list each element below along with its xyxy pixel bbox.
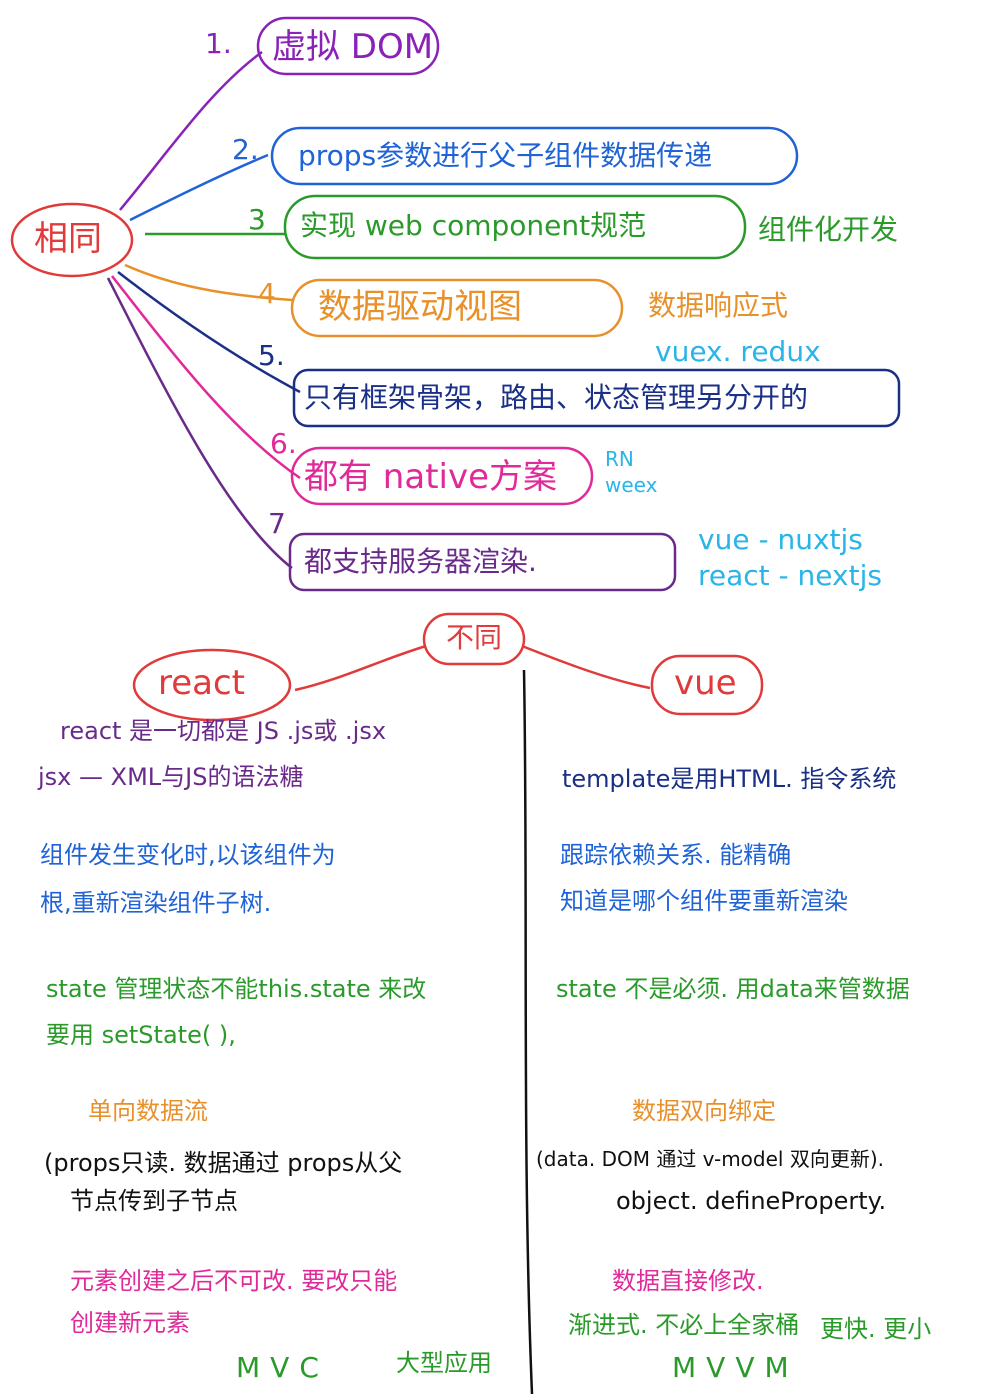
item-7-note: vue - nuxtjs react - nextjs: [698, 523, 882, 593]
root-node-label: 相同: [34, 219, 102, 259]
react-point-2: jsx — XML与JS的语法糖: [38, 763, 304, 791]
item-2-outline: [270, 126, 799, 186]
item-4-text: 数据驱动视图: [318, 287, 522, 327]
item-3-outline: [283, 194, 747, 260]
item-5-outline: [292, 368, 901, 428]
column-divider: [522, 669, 534, 1394]
react-point-9: 节点传到子节点: [70, 1187, 238, 1215]
branch-line-1: [119, 50, 263, 211]
item-4-outline: [290, 278, 624, 338]
vue-point-4: state 不是必须. 用data来管数据: [556, 975, 910, 1003]
item-1-text: 虚拟 DOM: [272, 27, 434, 67]
item-6-note: RN weex: [605, 447, 658, 497]
vue-point-1: template是用HTML. 指令系统: [562, 765, 897, 793]
react-point-6: 要用 setState( ),: [46, 1021, 236, 1049]
item-5-number: 5.: [258, 339, 285, 372]
react-point-10: 元素创建之后不可改. 要改只能: [70, 1267, 398, 1295]
vue-point-5: 数据双向绑定: [632, 1097, 776, 1125]
item-2-text: props参数进行父子组件数据传递: [298, 139, 713, 172]
item-3-note: 组件化开发: [758, 213, 899, 246]
item-6-number: 6.: [270, 427, 297, 460]
vue-point-6: (data. DOM 通过 v-model 双向更新).: [536, 1147, 884, 1171]
react-point-4: 根,重新渲染组件子树.: [40, 889, 272, 917]
difference-node-outline: [422, 612, 526, 666]
difference-to-react-line: [294, 644, 427, 692]
react-point-11: 创建新元素: [70, 1309, 190, 1337]
item-1-outline: [256, 16, 440, 76]
item-3-text: 实现 web component规范: [300, 209, 647, 242]
vue-node-label: vue: [674, 663, 737, 703]
item-5-text: 只有框架骨架，路由、状态管理另分开的: [304, 381, 809, 414]
react-point-5: state 管理状态不能this.state 来改: [46, 975, 427, 1003]
react-node-outline: [132, 648, 292, 722]
item-3-number: 3: [248, 203, 266, 236]
vue-node-outline: [650, 654, 764, 716]
item-7-text: 都支持服务器渲染.: [304, 545, 537, 578]
react-footer-pattern: MVC: [236, 1351, 329, 1384]
react-node-label: react: [158, 663, 246, 703]
react-point-3: 组件发生变化时,以该组件为: [40, 841, 336, 869]
item-2-number: 2.: [232, 133, 259, 166]
root-node-outline: [10, 202, 134, 278]
react-point-8: (props只读. 数据通过 props从父: [44, 1149, 403, 1177]
item-4-number: 4: [258, 277, 276, 310]
vue-point-7: object. defineProperty.: [616, 1187, 887, 1215]
vue-point-2: 跟踪依赖关系. 能精确: [560, 841, 792, 869]
item-7-outline: [288, 532, 677, 592]
vue-point-3: 知道是哪个组件要重新渲染: [560, 887, 848, 915]
item-4-note: 数据响应式: [648, 289, 789, 322]
vue-point-10: 更快. 更小: [820, 1315, 932, 1343]
branch-line-5: [117, 271, 301, 394]
branch-line-4: [124, 263, 293, 302]
item-6-text: 都有 native方案: [304, 457, 558, 497]
vue-point-9: 渐进式. 不必上全家桶: [568, 1311, 800, 1339]
branch-line-6: [111, 275, 301, 480]
react-point-7: 单向数据流: [88, 1097, 208, 1125]
vue-point-8: 数据直接修改.: [612, 1267, 764, 1295]
item-6-outline: [290, 446, 594, 506]
react-point-1: react 是一切都是 JS .js或 .jsx: [60, 717, 387, 745]
item-7-number: 7: [268, 507, 286, 540]
branch-line-7: [106, 277, 293, 569]
difference-node-label: 不同: [446, 621, 503, 654]
difference-to-vue-line: [521, 644, 651, 690]
item-1-number: 1.: [205, 27, 232, 60]
react-footer-note: 大型应用: [396, 1349, 492, 1377]
branch-line-2: [129, 153, 269, 222]
vue-footer-pattern: MVVM: [672, 1351, 799, 1384]
item-5-note: vuex. redux: [655, 335, 821, 368]
